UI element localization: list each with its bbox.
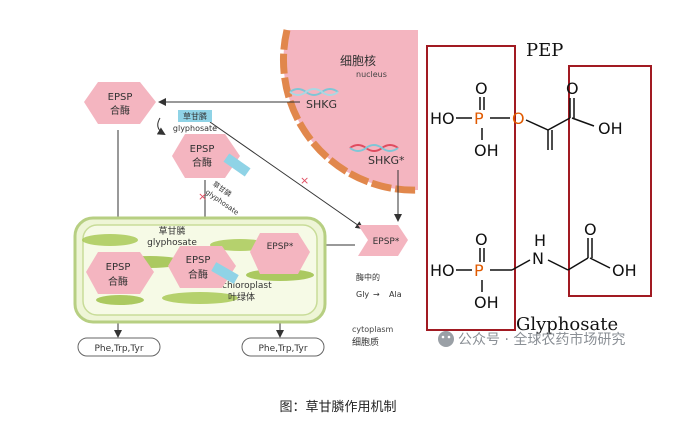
inhibit-x-1: × xyxy=(300,174,309,187)
gly-p-o: O xyxy=(475,230,488,249)
gly-p-oh: OH xyxy=(474,293,499,312)
enzyme-epsp-bound-sub: 合酶 xyxy=(192,156,212,169)
pep-structure: HO P O OH O O OH xyxy=(430,79,623,160)
gene-shkg-mutant: SHKG* xyxy=(368,154,405,167)
products-right: Phe,Trp,Tyr xyxy=(241,337,325,357)
enzyme-epsp-top-label: EPSP xyxy=(108,92,133,103)
enzyme-chloro-left-label: EPSP xyxy=(106,262,131,273)
phosphonate-box xyxy=(426,45,516,331)
pep-carboxyl-oh: OH xyxy=(598,119,623,138)
wechat-icon xyxy=(438,331,454,347)
nucleus-label-cn: 细胞核 xyxy=(340,54,376,68)
chemistry-panel: PEP HO P O OH O O OH HO xyxy=(420,0,676,335)
gly-carboxyl-o: O xyxy=(584,220,597,239)
watermark: 公众号 · 全球农药市场研究 xyxy=(438,331,625,348)
enzyme-epsp-chloro-mid: EPSP 合酶 xyxy=(168,246,239,288)
dna-strand-2 xyxy=(289,88,339,96)
mechanism-diagram: 细胞核 nucleus SHKG SHKG* × × × EPSP 合酶 草甘膦… xyxy=(73,0,676,357)
enzyme-chloro-mutant-label: EPSP* xyxy=(267,242,294,252)
enzyme-epsp-top: EPSP 合酶 xyxy=(84,82,156,124)
gly-n: N xyxy=(532,249,544,268)
metabolism-to: Ala xyxy=(389,290,402,299)
pep-ester-o: O xyxy=(512,109,525,128)
enzyme-epsp-chloro-mutant: EPSP* xyxy=(250,233,310,274)
glyphosate-chloro-en: glyphosate xyxy=(147,238,197,248)
enzyme-epsp-chloro-left: EPSP 合酶 xyxy=(86,252,154,294)
chloroplast-en: chloroplast xyxy=(222,281,272,291)
glyphosate-structure: HO P O OH N H O OH xyxy=(430,220,637,312)
pep-carboxyl-o: O xyxy=(566,79,579,98)
enzyme-chloro-mid-label: EPSP xyxy=(186,255,211,266)
enzyme-epsp-bound-label: EPSP xyxy=(190,144,215,155)
dna-strand-mutant xyxy=(349,144,399,152)
nucleus: 细胞核 nucleus SHKG SHKG* xyxy=(280,29,419,194)
pep-title: PEP xyxy=(526,40,563,61)
pep-p-o: O xyxy=(475,79,488,98)
pep-ho: HO xyxy=(430,109,455,128)
enzyme-epsp-top-sub: 合酶 xyxy=(110,104,130,117)
watermark-text: 公众号 · 全球农药市场研究 xyxy=(458,331,625,348)
gly-p: P xyxy=(474,261,484,280)
metabolism-note: 酶中的 Gly → Ala xyxy=(356,272,402,299)
gly-ho: HO xyxy=(430,261,455,280)
pep-p: P xyxy=(474,109,484,128)
metabolism-arrow: → xyxy=(373,290,380,299)
dna-strand-mutant-2 xyxy=(349,144,399,152)
cytoplasm-label: cytoplasm 细胞质 xyxy=(352,325,394,348)
glyphosate-tag-top-en: glyphosate xyxy=(173,124,217,133)
gly-n-h: H xyxy=(534,231,546,250)
glyphosate-tag-chloroplast: 草甘膦 glyphosate xyxy=(147,225,197,248)
enzyme-epsp-mutant-label: EPSP* xyxy=(373,237,400,247)
enzyme-epsp-bound: EPSP 合酶 草甘膦 glyphosate xyxy=(172,134,251,217)
glyphosate-title: Glyphosate xyxy=(516,314,618,335)
figure-caption: 图：草甘膦作用机制 xyxy=(279,400,397,415)
products-left-label: Phe,Trp,Tyr xyxy=(94,344,143,354)
glyphosate-chloro-cn: 草甘膦 xyxy=(158,225,185,237)
metabolism-from: Gly xyxy=(356,290,369,299)
inhibit-x-2: × xyxy=(198,190,207,203)
cytoplasm-cn: 细胞质 xyxy=(352,336,379,348)
dna-strand xyxy=(289,88,339,96)
cytoplasm-en: cytoplasm xyxy=(352,325,394,334)
enzyme-chloro-mid-sub: 合酶 xyxy=(188,268,208,281)
pep-p-oh: OH xyxy=(474,141,499,160)
glyphosate-tag-top: 草甘膦 glyphosate xyxy=(173,110,217,133)
chloroplast-cn: 叶绿体 xyxy=(228,291,255,303)
carboxyl-box xyxy=(568,65,652,297)
products-right-label: Phe,Trp,Tyr xyxy=(258,344,307,354)
enzyme-epsp-mutant: EPSP* xyxy=(358,225,408,256)
products-left: Phe,Trp,Tyr xyxy=(77,337,161,357)
nucleus-label-en: nucleus xyxy=(356,70,387,79)
glyphosate-tag-top-cn: 草甘膦 xyxy=(183,111,207,121)
gene-shkg: SHKG xyxy=(306,98,337,111)
enzyme-chloro-left-sub: 合酶 xyxy=(108,275,128,288)
metabolism-enzyme: 酶中的 xyxy=(356,272,380,282)
gly-carboxyl-oh: OH xyxy=(612,261,637,280)
